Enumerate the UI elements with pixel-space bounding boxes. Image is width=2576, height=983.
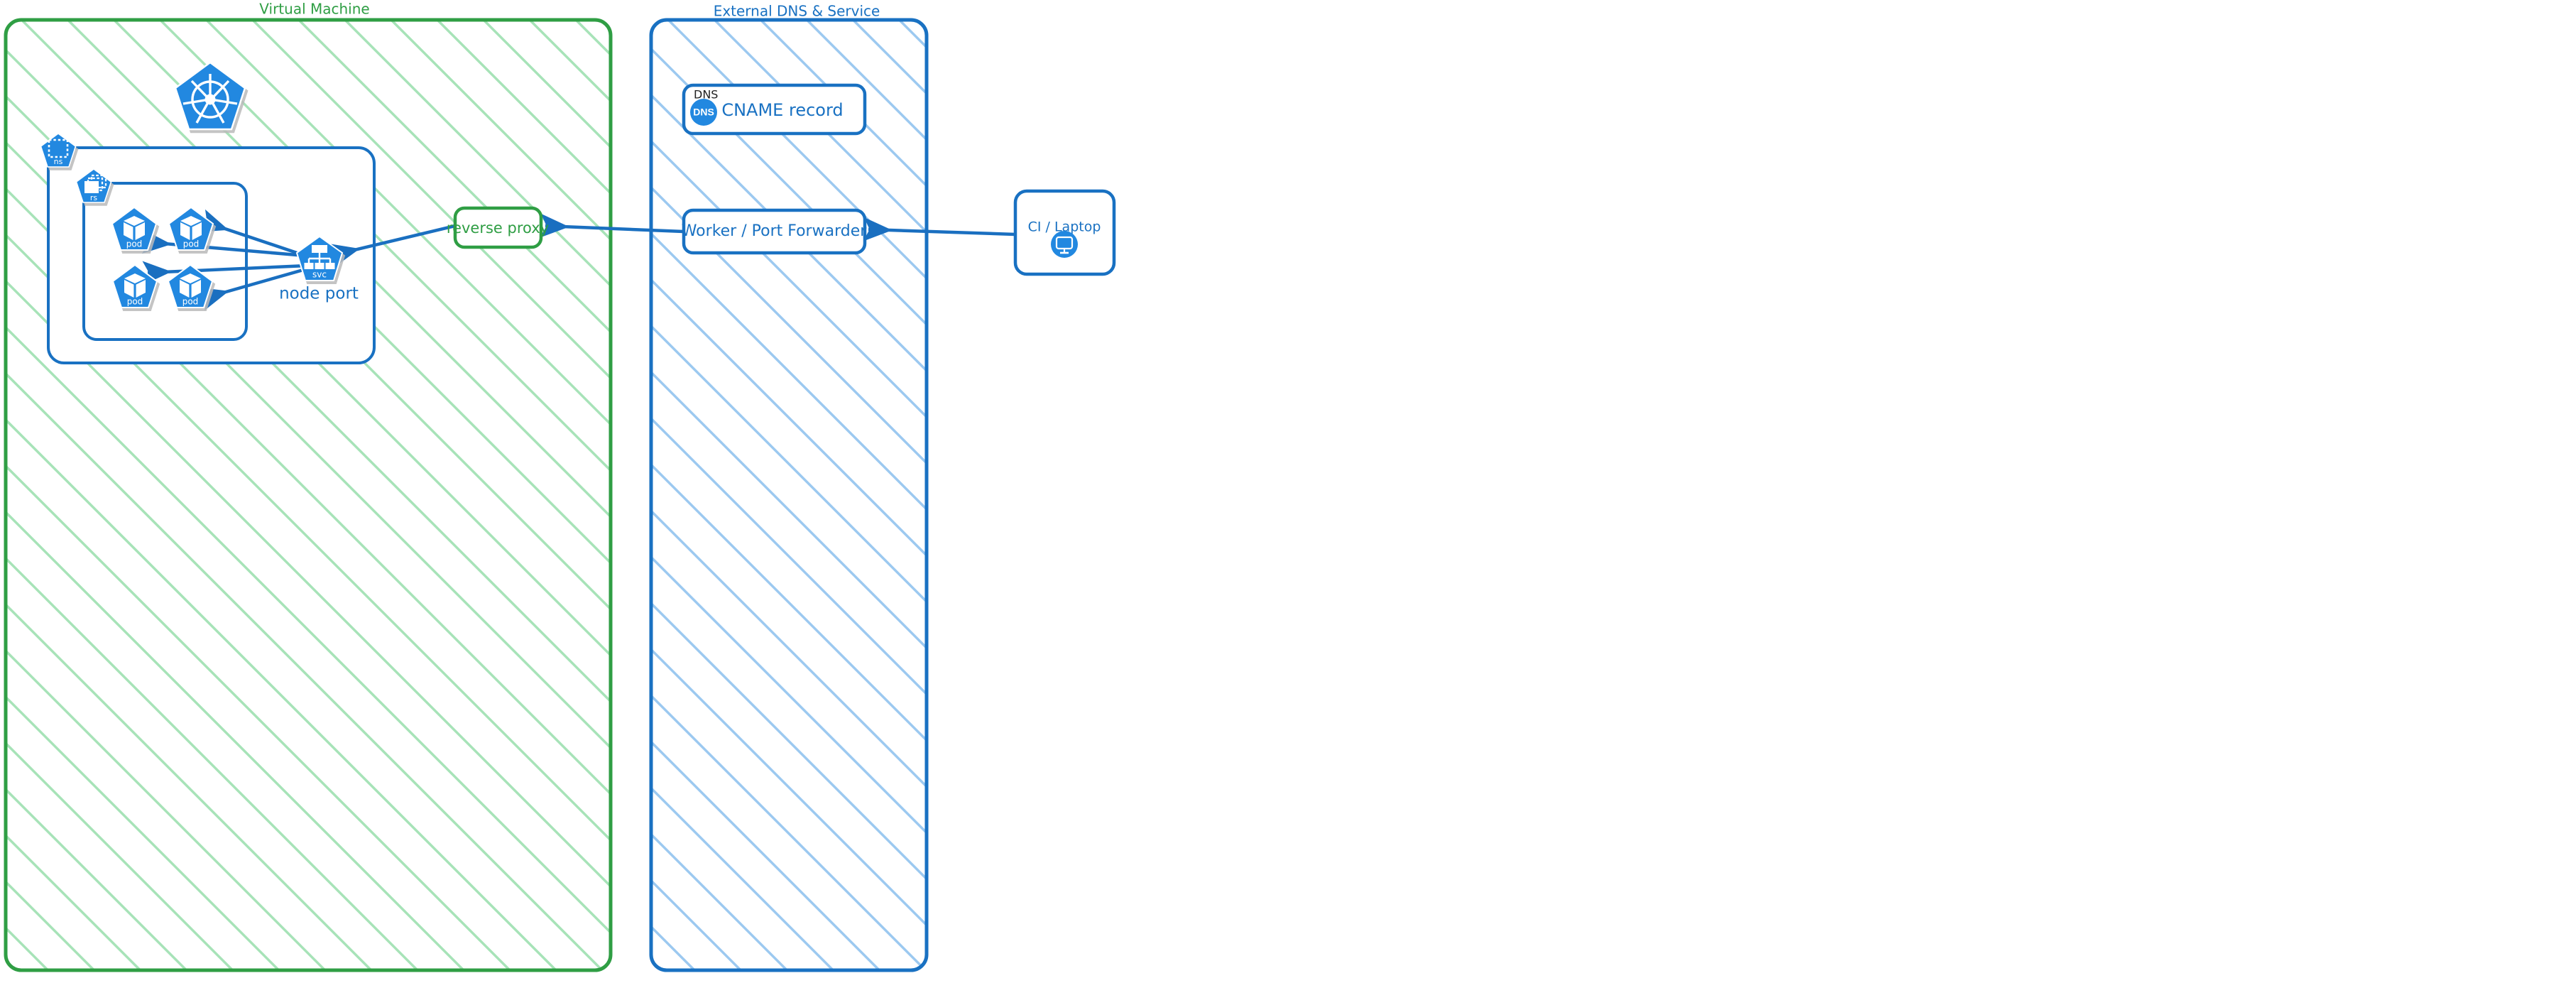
node-port-caption: node port <box>279 285 359 303</box>
reverse-proxy-box[interactable] <box>453 206 543 249</box>
pod-heptagon <box>111 264 158 308</box>
cube-icon <box>124 273 146 298</box>
edge-client-to-worker <box>863 217 1016 241</box>
pod-heptagon <box>167 264 214 308</box>
dns-card-box[interactable] <box>682 83 867 136</box>
replicaset-badge: rs <box>75 168 112 203</box>
ns-badge-label: ns <box>54 157 63 166</box>
dns-card-label: CNAME record <box>721 100 843 120</box>
client-card[interactable]: CI / Laptop <box>1013 189 1116 276</box>
dns-badge-circle <box>690 99 717 126</box>
service-tree-icon <box>304 245 335 269</box>
namespace-dashed-square-icon <box>48 139 69 158</box>
pod-label: pod <box>183 239 200 249</box>
external-dns-boundary <box>649 18 929 972</box>
worker-card[interactable]: Worker / Port Forwarder <box>682 208 868 255</box>
pod-4: pod <box>167 264 214 308</box>
virtual-machine-title: Virtual Machine <box>259 1 369 18</box>
service-to-pod-edges <box>141 209 309 311</box>
edge-svc-to-pod-3 <box>142 261 307 286</box>
edge-worker-to-reverse-proxy <box>540 213 684 238</box>
pod-heptagon <box>168 206 214 251</box>
edge-reverse-proxy-to-service <box>329 224 456 267</box>
namespace-badge: ns <box>40 133 77 168</box>
replicaset-box <box>82 182 248 341</box>
replicaset-stacked-icon <box>84 174 107 193</box>
cube-icon <box>180 216 202 240</box>
group-external-dns-service <box>649 18 929 972</box>
pod-label: pod <box>182 297 199 307</box>
edge-svc-to-pod-2 <box>197 209 306 258</box>
worker-card-label: Worker / Port Forwarder <box>682 222 868 240</box>
pod-3: pod <box>111 264 158 308</box>
pod-heptagon <box>111 206 158 251</box>
edge-svc-to-pod-4 <box>197 266 309 311</box>
reverse-proxy-label: reverse proxy <box>447 219 549 237</box>
cube-icon <box>180 273 201 298</box>
service-node: svc <box>295 235 344 281</box>
pod-label: pod <box>127 297 143 307</box>
monitor-icon <box>1051 231 1078 258</box>
cube-icon <box>124 216 145 240</box>
svc-badge-label: svc <box>312 270 327 280</box>
rs-badge-label: rs <box>90 193 98 202</box>
dns-badge-text: DNS <box>693 107 714 118</box>
client-card-label: CI / Laptop <box>1028 219 1101 235</box>
edge-svc-to-pod-1 <box>141 229 306 258</box>
kubernetes-logo <box>174 61 246 131</box>
pod-1: pod <box>111 206 158 251</box>
dns-card[interactable]: DNS DNS CNAME record <box>682 83 867 136</box>
external-dns-service-title: External DNS & Service <box>714 3 880 20</box>
helm-wheel-icon <box>182 74 238 124</box>
worker-card-box[interactable] <box>682 208 867 255</box>
pod-2: pod <box>168 206 214 251</box>
pod-label: pod <box>126 239 143 249</box>
dns-card-kicker: DNS <box>694 88 718 102</box>
reverse-proxy-node[interactable]: reverse proxy <box>447 206 549 249</box>
